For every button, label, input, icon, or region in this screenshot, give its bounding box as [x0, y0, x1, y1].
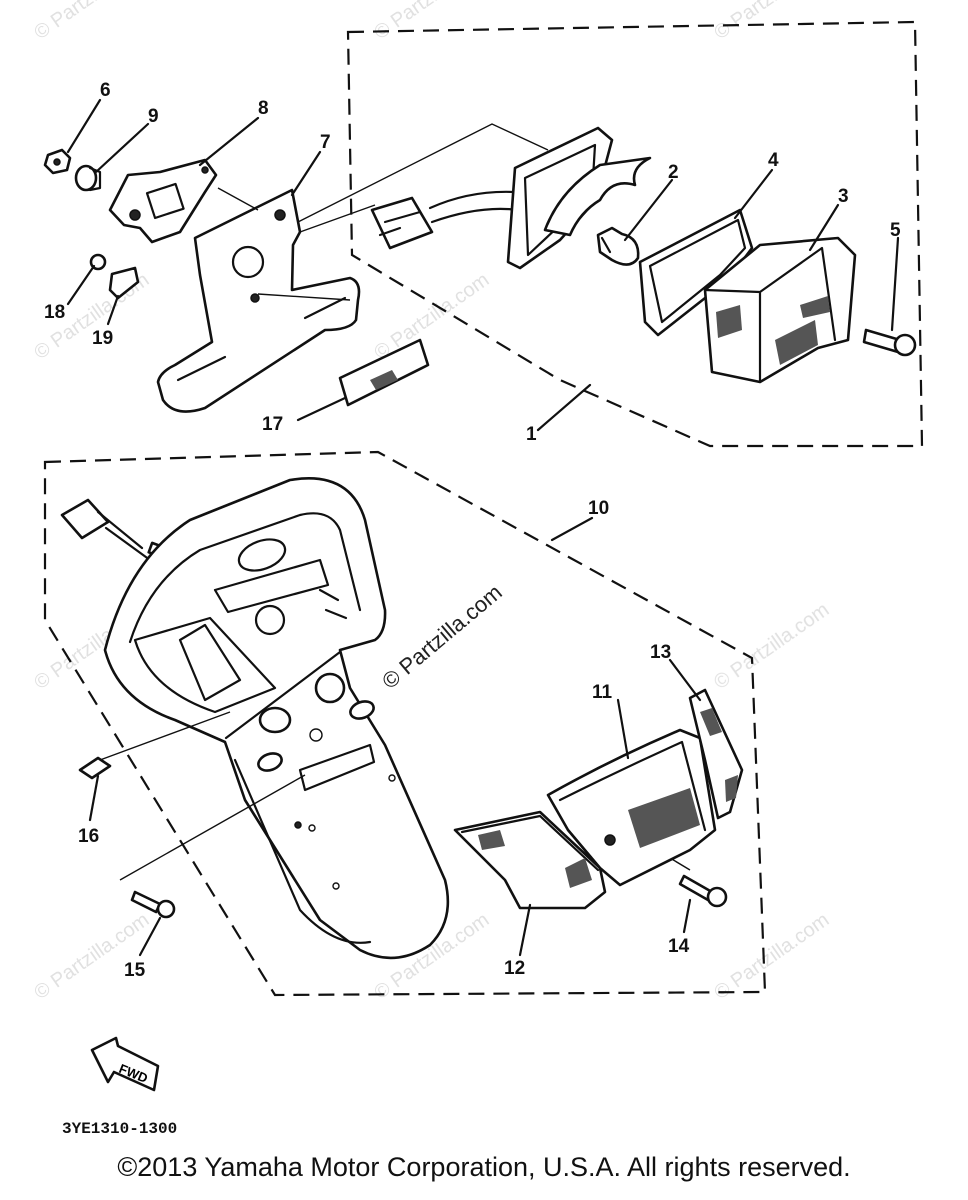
bulb: [596, 226, 640, 266]
callout-18: 18: [44, 302, 65, 323]
callout-15: 15: [124, 960, 146, 981]
nut: [43, 148, 72, 175]
callout-leaders: [66, 98, 900, 957]
lens-center: [546, 728, 717, 887]
svg-text:© Partzilla.com: © Partzilla.com: [370, 0, 493, 44]
callout-16: 16: [78, 826, 99, 847]
svg-text:© Partzilla.com: © Partzilla.com: [710, 909, 833, 1004]
callout-labels: 1 2 3 4 5 6 7 8 9 10 11 12 13 14 15 16 1…: [44, 80, 901, 981]
svg-text:© Partzilla.com: © Partzilla.com: [30, 909, 153, 1004]
collar: [74, 164, 102, 192]
callout-9: 9: [148, 106, 159, 127]
fwd-arrow-icon: FWD: [90, 1036, 160, 1092]
watermark-center: © Partzilla.com: [377, 579, 507, 693]
callout-11: 11: [592, 682, 613, 703]
screw-14: [678, 874, 728, 908]
tail-light-base: [506, 126, 652, 270]
wire-coupler-lower: [60, 498, 167, 562]
callout-10: 10: [588, 498, 609, 519]
clip-19: [108, 266, 140, 300]
lens-left: [453, 810, 607, 910]
callout-2: 2: [668, 162, 679, 183]
diagram-part-number: 3YE1310-1300: [62, 1120, 177, 1138]
callout-7: 7: [320, 132, 331, 153]
callout-17: 17: [262, 414, 283, 435]
callout-14: 14: [668, 936, 690, 957]
stay-bracket: [108, 158, 218, 244]
callout-3: 3: [838, 186, 849, 207]
tail-lens: [703, 236, 857, 384]
callout-19: 19: [92, 328, 113, 349]
callout-13: 13: [650, 642, 671, 663]
wire-coupler-upper: [370, 190, 520, 250]
license-bracket: [156, 188, 361, 413]
grommet: [78, 756, 112, 780]
callout-5: 5: [890, 220, 901, 241]
screw-5: [862, 328, 917, 357]
callout-4: 4: [768, 150, 779, 171]
svg-text:© Partzilla.com: © Partzilla.com: [370, 269, 493, 364]
tail-light-housing: [103, 477, 450, 960]
callout-8: 8: [258, 98, 269, 119]
screw-15: [130, 890, 176, 919]
callout-6: 6: [100, 80, 111, 101]
assembly-outline-10: [43, 450, 767, 997]
leader-lines-upper: [217, 123, 549, 301]
svg-text:© Partzilla.com: © Partzilla.com: [710, 0, 833, 44]
svg-text:© Partzilla.com: © Partzilla.com: [710, 599, 833, 694]
reflector: [338, 338, 430, 407]
lens-right: [688, 688, 744, 820]
callout-12: 12: [504, 958, 525, 979]
callout-1: 1: [526, 424, 537, 445]
assembly-outline-1: [346, 20, 924, 448]
svg-text:© Partzilla.com: © Partzilla.com: [30, 0, 153, 44]
copyright-notice: ©2013 Yamaha Motor Corporation, U.S.A. A…: [117, 1152, 851, 1182]
